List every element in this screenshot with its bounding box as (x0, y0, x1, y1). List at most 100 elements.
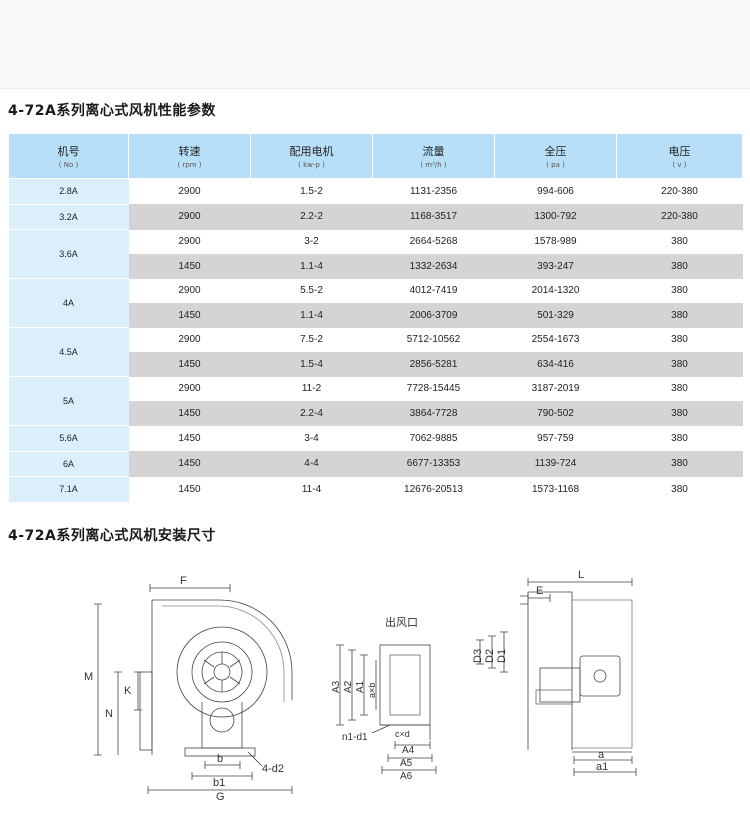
label-d2: D2 (484, 649, 496, 663)
header-pressure: 全压( pa ) (494, 133, 617, 179)
label-d3: D3 (472, 649, 484, 663)
dim-line-a3 (336, 644, 344, 726)
label-a1: A1 (355, 680, 366, 693)
top-band (0, 0, 750, 89)
dim-line-g (147, 786, 293, 794)
model-cell: 3.2A (8, 204, 129, 230)
performance-title: 4-72A系列离心式风机性能参数 (8, 103, 216, 119)
label-b1: b1 (213, 777, 225, 789)
model-cell: 4A (8, 278, 129, 328)
dim-line-a (573, 756, 633, 764)
scroll-outer (176, 626, 268, 718)
dim-line-b (204, 761, 241, 769)
front-view-labels: F M K N b b1 G 4-d2 (84, 575, 284, 803)
table-header-row: 机号( No ) 转速( rpm ) 配用电机( kw-p ) 流量( m³/h… (8, 133, 743, 179)
model-cell: 5A (8, 376, 129, 426)
dim-line-a1 (573, 768, 637, 776)
label-g: G (216, 791, 225, 803)
dim-line-k (134, 671, 142, 711)
shaft-box (539, 667, 581, 703)
label-d1: D1 (496, 649, 508, 663)
outlet-base (380, 724, 431, 740)
header-motor: 配用电机( kw-p ) (250, 133, 373, 179)
label-a2: A2 (343, 680, 354, 693)
coupling (535, 689, 573, 705)
bearing-housing (209, 707, 235, 733)
header-voltage: 电压( v ) (616, 133, 743, 179)
outlet-caption: 出风口 (385, 615, 418, 629)
housing-side (527, 591, 573, 750)
label-l: L (578, 569, 584, 581)
outlet-inner (389, 654, 421, 716)
installation-title: 4-72A系列离心式风机安装尺寸 (8, 528, 216, 544)
scroll-middle (191, 641, 253, 703)
dim-line-a1 (360, 654, 368, 716)
model-cell: 4.5A (8, 327, 129, 377)
frame-side (572, 599, 633, 749)
label-k: K (124, 685, 132, 697)
dim-line-a6 (381, 766, 437, 774)
label-cxd: c×d (395, 729, 410, 739)
label-axb: a×b (367, 683, 377, 698)
label-n1d1: n1-d1 (342, 732, 368, 743)
leader-n1d1 (371, 724, 391, 734)
leader-4d2 (247, 751, 263, 767)
dim-line-l (527, 578, 633, 586)
dim-line-a5 (387, 754, 433, 762)
outlet-flange (139, 671, 153, 751)
model-cell: 3.6A (8, 229, 129, 279)
label-4d2: 4-d2 (262, 763, 284, 775)
housing-inner (162, 605, 285, 702)
label-a5: A5 (400, 758, 413, 769)
label-a4: A4 (402, 745, 415, 756)
side-view (476, 578, 637, 776)
bearing-support (201, 702, 243, 749)
label-b: b (217, 753, 223, 765)
dim-line-d2 (488, 635, 496, 669)
header-model: 机号( No ) (8, 133, 129, 179)
dim-line-a2 (348, 649, 356, 721)
dim-line-n (114, 671, 122, 755)
model-cell: 7.1A (8, 476, 129, 503)
dim-line-f (149, 584, 231, 592)
dim-line-a4 (394, 741, 431, 749)
installation-drawing: F M K N b b1 G 4-d2 出风口 A3 A2 A1 a×b n1-… (84, 569, 637, 803)
performance-table: 机号( No ) 转速( rpm ) 配用电机( kw-p ) 流量( m³/h… (8, 133, 743, 503)
blades (203, 652, 241, 692)
dim-line-e (527, 594, 551, 602)
hub (213, 663, 231, 681)
outlet-view (336, 644, 437, 774)
motor-fan (593, 669, 607, 683)
label-m: M (84, 671, 93, 683)
model-cell: 5.6A (8, 425, 129, 452)
dim-line-b1 (191, 772, 253, 780)
label-a3: A3 (331, 680, 342, 693)
label-a: a (598, 749, 605, 761)
label-a1-side: a1 (596, 761, 608, 773)
label-f: F (180, 575, 187, 587)
front-view (94, 584, 293, 794)
motor-body (579, 655, 621, 697)
dim-line-d1 (500, 631, 508, 673)
outlet-view-labels: A3 A2 A1 a×b n1-d1 c×d A4 A5 A6 (331, 680, 415, 782)
inlet-flange (520, 595, 528, 605)
dim-line-m (94, 603, 102, 756)
label-n: N (105, 708, 113, 720)
label-a6: A6 (400, 771, 413, 782)
side-view-labels: L E D3 D2 D1 a a1 (472, 569, 608, 773)
header-speed: 转速( rpm ) (128, 133, 251, 179)
label-e: E (536, 585, 543, 597)
dim-line-d3 (476, 639, 484, 665)
